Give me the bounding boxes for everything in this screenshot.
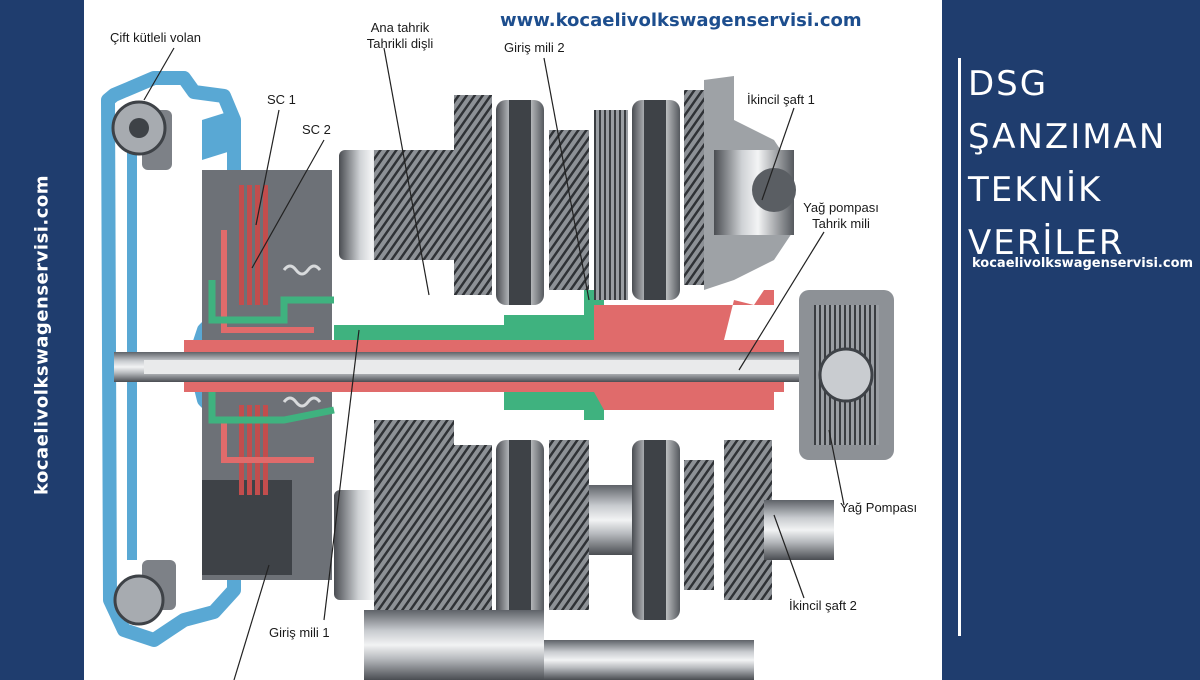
dual-clutch-pack — [202, 170, 335, 580]
oil-pump — [799, 290, 894, 460]
secondary-shaft-2-gears — [334, 420, 834, 680]
input-shafts — [114, 290, 884, 420]
panel-title-line-2: ŞANZIMAN — [968, 117, 1167, 157]
left-sidebar: kocaelivolkswagenservisi.com — [0, 0, 84, 680]
label-sc1: SC 1 — [267, 92, 296, 107]
label-input-shaft-1: Giriş mili 1 — [269, 625, 330, 640]
label-main-drive-line1: Ana tahrik — [370, 20, 430, 35]
website-url-banner[interactable]: www.kocaelivolkswagenservisi.com — [500, 10, 862, 31]
secondary-shaft-1-gears — [339, 76, 796, 305]
panel-website-url[interactable]: kocaelivolkswagenservisi.com — [972, 256, 1194, 271]
transmission-cutaway-illustration — [101, 47, 894, 680]
label-input-shaft-2: Giriş mili 2 — [504, 40, 565, 55]
label-main-drive-gear: Ana tahrik Tahrikli dişli — [352, 20, 448, 52]
label-secondary-shaft-2: İkincil şaft 2 — [789, 598, 857, 613]
panel-title: DSG ŞANZIMAN TEKNİK VERİLER — [968, 58, 1166, 270]
right-info-panel — [942, 0, 1200, 680]
label-oil-pump-drive-shaft: Yağ pompası Tahrik mili — [786, 200, 896, 232]
label-oil-pump: Yağ Pompası — [840, 500, 918, 515]
label-sc2: SC 2 — [302, 122, 331, 137]
label-secondary-shaft-1: İkincil şaft 1 — [747, 92, 815, 107]
label-oil-pump-drive-line2: Tahrik mili — [812, 216, 870, 231]
label-dual-mass-flywheel: Çift kütleli volan — [110, 30, 202, 45]
panel-title-line-4: VERİLER — [968, 223, 1125, 263]
side-website-url: kocaelivolkswagenservisi.com — [31, 174, 53, 496]
label-main-drive-line2: Tahrikli dişli — [366, 36, 434, 51]
panel-accent-line — [958, 58, 961, 636]
transmission-diagram: Çift kütleli volan SC 1 SC 2 Ana tahrik … — [84, 0, 942, 680]
panel-title-line-1: DSG — [968, 64, 1049, 104]
panel-title-line-3: TEKNİK — [968, 170, 1103, 210]
label-oil-pump-drive-line1: Yağ pompası — [803, 200, 879, 215]
leader-lines — [143, 47, 845, 680]
